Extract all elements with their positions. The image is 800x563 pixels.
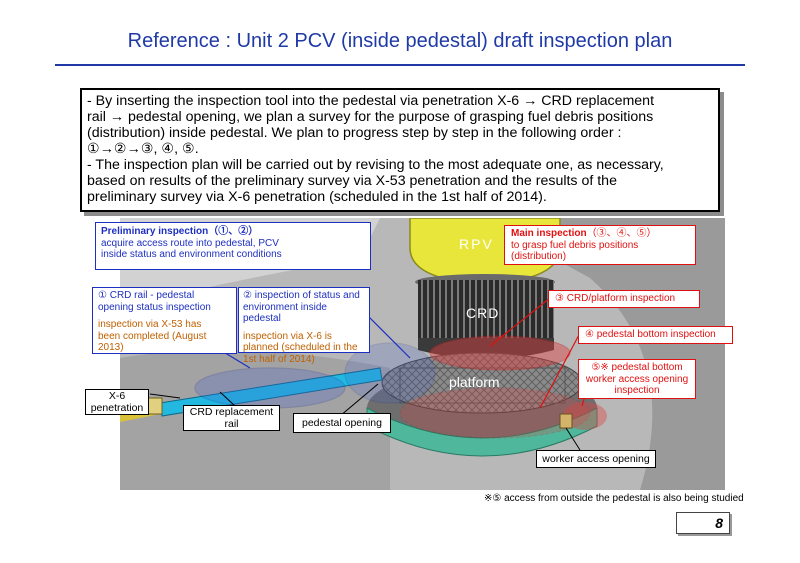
summary-box: - By inserting the inspection tool into … (80, 88, 720, 212)
preliminary-inspection-desc: acquire access route into pedestal, PCV (101, 237, 279, 249)
step3-label: ③ CRD/platform inspection (555, 293, 676, 304)
pedestal-opening-label: pedestal opening (293, 413, 391, 433)
step2-status: 1st half of 2014) (243, 353, 315, 365)
step1-title: ① CRD rail - pedestal (98, 290, 195, 301)
pedestal-opening-text: pedestal opening (302, 417, 382, 429)
x6-penetration-label: X-6 penetration (85, 389, 149, 415)
platform-label: platform (449, 374, 500, 390)
step2-title: environment inside pedestal (243, 301, 327, 325)
step1-status: 2013) (98, 342, 124, 353)
step4-callout: ④ pedestal bottom inspection (578, 326, 733, 344)
summary-line: ①→②→③, ④, ⑤. (87, 141, 199, 157)
main-inspection-title: Main inspection（③、④、⑤） (511, 228, 689, 240)
rpv-label: RPV (459, 236, 494, 252)
preliminary-inspection-desc: inside status and environment conditions (101, 249, 282, 260)
summary-line: - The inspection plan will be carried ou… (87, 157, 664, 173)
summary-line: preliminary survey via X-6 penetration (… (87, 189, 547, 205)
crd-rail-label-line: CRD replacement (189, 406, 274, 418)
main-inspection-desc: (distribution) (511, 251, 567, 262)
footnote: ※⑤ access from outside the pedestal is a… (484, 493, 744, 504)
step1-title: opening status inspection (98, 301, 211, 313)
step5-label: worker access opening (585, 373, 689, 385)
step2-callout: ② inspection of status and environment i… (238, 287, 370, 365)
crd-rail-label: CRD replacement rail (183, 405, 280, 431)
step2-status: planned (scheduled in the (243, 342, 358, 353)
page-title: Reference : Unit 2 PCV (inside pedestal)… (127, 30, 673, 52)
preliminary-inspection-callout: Preliminary inspection（①、②） acquire acce… (95, 222, 371, 270)
step1-status: been completed (August (98, 330, 207, 342)
x6-label-line: X-6 (108, 390, 126, 402)
summary-line: rail → pedestal opening, we plan a surve… (87, 109, 654, 125)
crd-label: CRD (466, 305, 500, 321)
worker-access-opening-text: worker access opening (542, 453, 650, 465)
main-inspection-steps: （③、④、⑤） (586, 228, 657, 239)
crd-rail-label-line: rail (224, 417, 239, 430)
step5-callout: ⑤※ pedestal bottom worker access opening… (578, 359, 696, 399)
step3-callout: ③ CRD/platform inspection (548, 290, 700, 308)
step2-title: ② inspection of status and (243, 290, 360, 301)
main-inspection-callout: Main inspection（③、④、⑤） to grasp fuel deb… (504, 225, 696, 265)
summary-line: - By inserting the inspection tool into … (87, 93, 655, 109)
page-number: 8 (715, 515, 723, 531)
main-inspection-heading: Main inspection (511, 228, 587, 239)
step5-label: ⑤※ pedestal bottom (591, 362, 683, 373)
step1-callout: ① CRD rail - pedestal opening status ins… (92, 287, 237, 354)
title-underline (55, 64, 745, 66)
summary-line: (distribution) inside pedestal. We plan … (87, 125, 622, 141)
step4-label: ④ pedestal bottom inspection (585, 329, 716, 340)
summary-line: based on results of the preliminary surv… (87, 173, 617, 189)
step2-status: inspection via X-6 is (243, 330, 332, 342)
preliminary-inspection-title: Preliminary inspection（①、②） (101, 226, 259, 237)
page-number-box: 8 (676, 512, 730, 534)
worker-access-opening-label: worker access opening (536, 450, 656, 468)
main-inspection-desc: to grasp fuel debris positions (511, 239, 639, 251)
x6-label-line: penetration (90, 401, 144, 414)
step1-status: inspection via X-53 has (98, 319, 202, 330)
step5-label: inspection (614, 385, 660, 396)
